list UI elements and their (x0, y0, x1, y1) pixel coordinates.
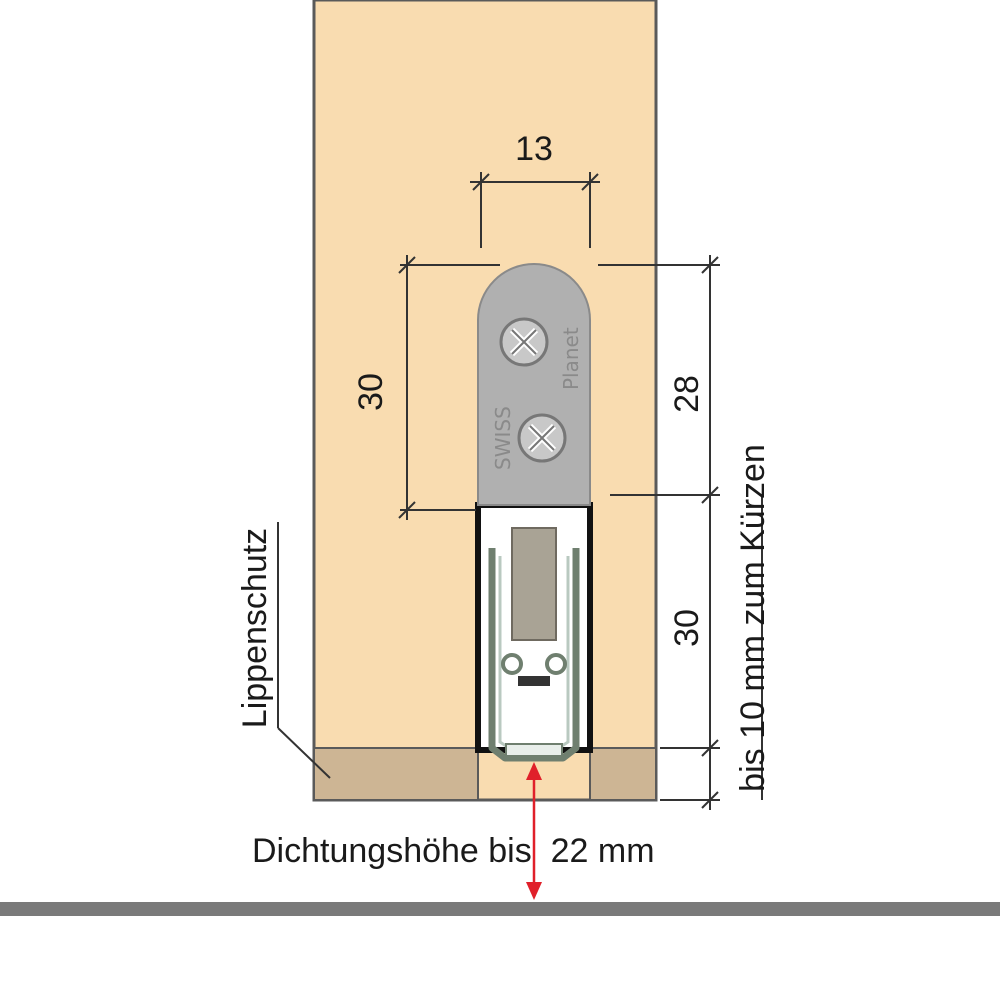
dim-seal-height: 30 (668, 609, 706, 647)
seal-lip (505, 743, 563, 757)
dim-plate-height-right: 28 (668, 375, 706, 413)
floor-line (0, 902, 1000, 916)
lip-guard-left (313, 747, 479, 801)
dim-cut-note: bis 10 mm zum Kürzen (734, 444, 772, 792)
spring-bar (518, 676, 550, 686)
brand-swiss: SWISS (491, 406, 515, 470)
dim-width-top: 13 (515, 130, 553, 168)
spring-clip-right (545, 653, 567, 675)
seal-profile (488, 548, 580, 762)
seal-height-arrow (526, 762, 542, 900)
dim-plate-height: 30 (352, 373, 390, 411)
label-seal-height: Dichtungshöhe bis 22 mm (252, 832, 655, 870)
screw-icon (499, 317, 549, 367)
lip-guard-right (589, 747, 657, 801)
screw-icon (517, 413, 567, 463)
spring-clip-left (501, 653, 523, 675)
label-lip-protection: Lippenschutz (236, 528, 274, 728)
brand-planet: Planet (559, 327, 583, 390)
seal-insert (511, 527, 557, 641)
